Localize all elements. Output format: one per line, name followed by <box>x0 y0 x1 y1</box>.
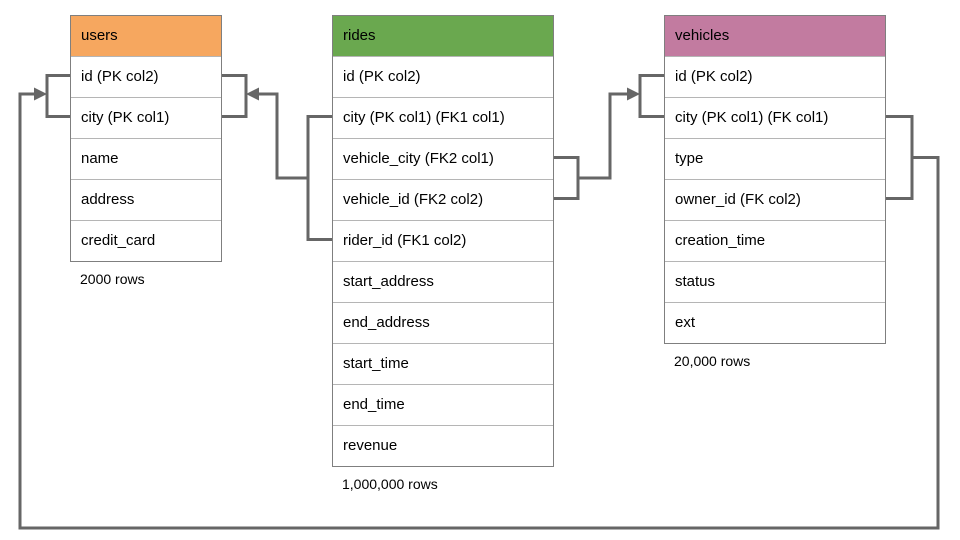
fk2-arrowhead-to-vehicles <box>627 87 640 101</box>
table-vehicles-box: vehicles id (PK col2) city (PK col1) (FK… <box>664 15 886 344</box>
fk1-users-bracket <box>222 74 248 118</box>
table-row: ext <box>665 302 885 343</box>
table-row: start_time <box>333 343 553 384</box>
table-users-row-count: 2000 rows <box>80 271 145 287</box>
fk-vehicles-bracket <box>886 115 914 200</box>
table-rides: rides id (PK col2) city (PK col1) (FK1 c… <box>332 15 554 492</box>
table-rides-row-count: 1,000,000 rows <box>342 476 438 492</box>
table-row: end_time <box>333 384 553 425</box>
table-row: city (PK col1) (FK1 col1) <box>333 97 553 138</box>
table-row: type <box>665 138 885 179</box>
table-vehicles: vehicles id (PK col2) city (PK col1) (FK… <box>664 15 886 369</box>
fk2-rides-bracket <box>554 156 580 200</box>
fk1-connector-line <box>250 92 308 180</box>
table-vehicles-row-count: 20,000 rows <box>674 353 751 369</box>
table-row: id (PK col2) <box>333 56 553 97</box>
table-row: creation_time <box>665 220 885 261</box>
table-users-box: users id (PK col2) city (PK col1) name a… <box>70 15 222 262</box>
table-vehicles-header: vehicles <box>665 16 885 56</box>
table-row: id (PK col2) <box>71 56 221 97</box>
fk2-connector-line <box>578 92 630 180</box>
table-row: name <box>71 138 221 179</box>
table-row: vehicle_id (FK2 col2) <box>333 179 553 220</box>
fk1-arrowhead-to-users <box>246 87 259 101</box>
table-row: end_address <box>333 302 553 343</box>
fk-arrowhead-to-users <box>34 87 47 101</box>
table-row: rider_id (FK1 col2) <box>333 220 553 261</box>
table-users: users id (PK col2) city (PK col1) name a… <box>70 15 222 287</box>
table-row: id (PK col2) <box>665 56 885 97</box>
fk-users-bracket <box>45 74 70 118</box>
table-users-header: users <box>71 16 221 56</box>
fk2-vehicles-bracket <box>638 74 664 118</box>
fk1-rides-bracket <box>306 115 332 241</box>
table-row: credit_card <box>71 220 221 261</box>
table-row: city (PK col1) <box>71 97 221 138</box>
table-row: address <box>71 179 221 220</box>
table-rides-box: rides id (PK col2) city (PK col1) (FK1 c… <box>332 15 554 467</box>
table-row: start_address <box>333 261 553 302</box>
table-row: status <box>665 261 885 302</box>
fk-connector-line <box>18 92 940 530</box>
table-row: owner_id (FK col2) <box>665 179 885 220</box>
table-rides-header: rides <box>333 16 553 56</box>
table-row: vehicle_city (FK2 col1) <box>333 138 553 179</box>
table-row: city (PK col1) (FK col1) <box>665 97 885 138</box>
table-row: revenue <box>333 425 553 466</box>
